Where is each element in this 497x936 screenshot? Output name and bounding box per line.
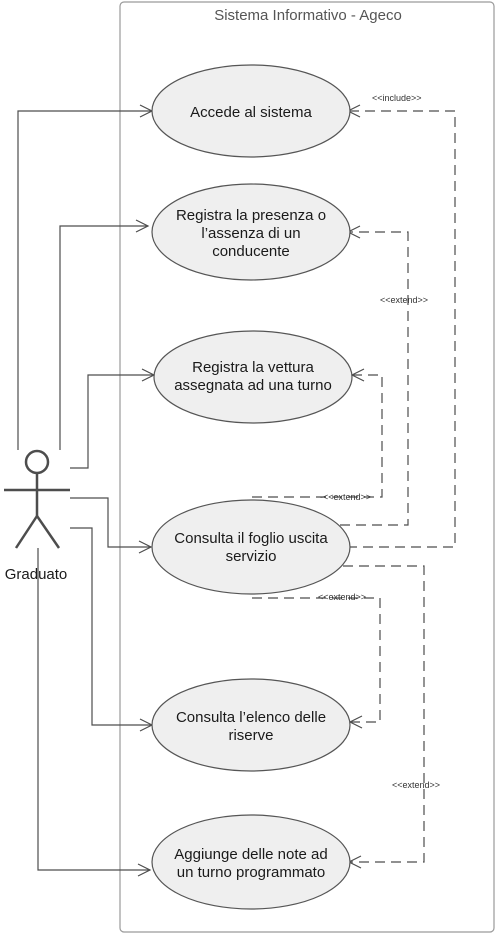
extend-label-presenza: <<extend>> (380, 295, 428, 305)
use-case-label: Registra la vettura (192, 359, 314, 376)
arrowhead-aggiunge-note (137, 863, 152, 877)
use-case-label: conducente (212, 243, 290, 260)
use-case-registra-vettura[interactable]: Registra la vettura assegnata ad una tur… (153, 330, 353, 424)
use-cases: Accede al sistema Registra la presenza o… (151, 64, 353, 910)
extend-line-vettura (252, 374, 383, 498)
assoc-consulta-elenco (70, 527, 152, 726)
use-case-label: Accede al sistema (190, 104, 312, 121)
use-case-label: l’assenza di un (201, 225, 300, 242)
use-case-label: Consulta l’elenco delle (176, 709, 326, 726)
extend-line-elenco (252, 597, 381, 723)
include-line-accede (347, 110, 456, 548)
associations (17, 104, 156, 877)
use-case-consulta-elenco[interactable]: Consulta l’elenco delle riserve (151, 678, 351, 772)
use-case-accede[interactable]: Accede al sistema (151, 64, 351, 158)
use-case-label: riserve (228, 727, 273, 744)
use-case-label: servizio (226, 548, 277, 565)
actor-name: Graduato (5, 566, 68, 583)
extend-label-elenco: <<extend>> (318, 592, 366, 602)
assoc-consulta-foglio (70, 497, 151, 548)
assoc-aggiunge-note (37, 548, 150, 871)
system-title: Sistema Informativo - Ageco (214, 7, 402, 24)
extend-line-note (343, 565, 425, 863)
use-case-label: un turno programmato (177, 864, 325, 881)
assoc-registra-presenza (59, 225, 148, 450)
arrowhead-consulta-foglio (138, 540, 153, 554)
assoc-accede (17, 110, 152, 450)
use-case-consulta-foglio[interactable]: Consulta il foglio uscita servizio (151, 499, 351, 595)
arrowhead-registra-presenza (135, 219, 150, 233)
use-case-registra-presenza[interactable]: Registra la presenza o l’assenza di un c… (151, 183, 351, 281)
use-case-label: Registra la presenza o (176, 207, 326, 224)
use-case-aggiunge-note[interactable]: Aggiunge delle note ad un turno programm… (151, 814, 351, 910)
actor-icon (4, 449, 70, 549)
use-case-label: assegnata ad una turno (174, 377, 332, 394)
extend-line-presenza (340, 231, 409, 526)
assoc-registra-vettura (70, 374, 154, 469)
actor-graduato[interactable]: Graduato (4, 449, 70, 583)
use-case-label: Consulta il foglio uscita (174, 530, 328, 547)
extend-label-note: <<extend>> (392, 780, 440, 790)
include-label: <<include>> (372, 93, 422, 103)
extend-label-vettura: -<<extend>> (320, 492, 371, 502)
use-case-label: Aggiunge delle note ad (174, 846, 327, 863)
